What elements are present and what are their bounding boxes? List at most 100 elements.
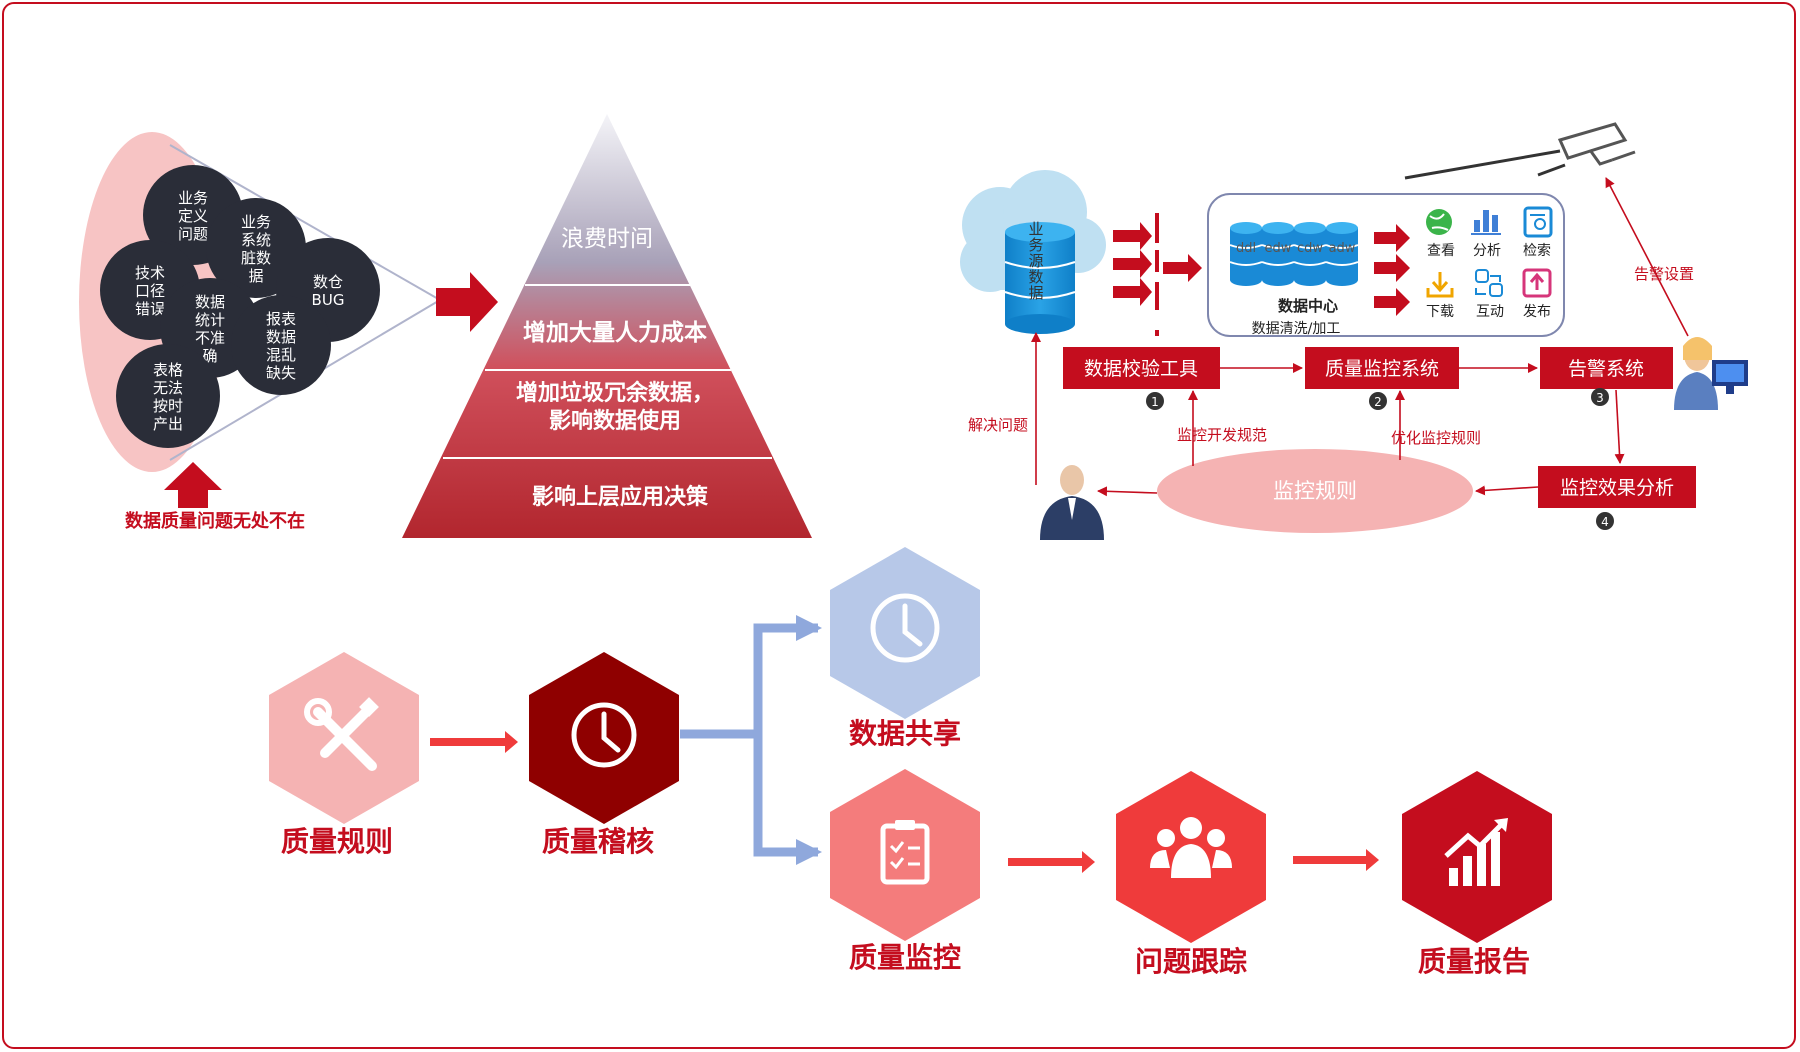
text-line: 表格 [153, 361, 183, 379]
text-line: 统计 [195, 311, 225, 329]
text-line: BUG [312, 291, 345, 309]
text-line: 混乱 [266, 346, 296, 364]
text-line: 按时 [153, 397, 183, 415]
text-line: 数据 [195, 293, 225, 311]
db-icon [1293, 222, 1327, 286]
text-line: 据 [248, 267, 263, 285]
bubble-report-delay: 表格无法按时产出 [116, 344, 220, 448]
step-badge-1: 1 [1146, 392, 1164, 410]
db-icon [1261, 222, 1295, 286]
function-label: 查看 [1427, 243, 1455, 259]
text-line: 不准 [195, 329, 225, 347]
db-label: cdw [1297, 241, 1323, 256]
text-line: 技术 [135, 264, 165, 282]
function-label: 分析 [1473, 243, 1501, 259]
text-line: 数 [1028, 268, 1043, 286]
clock-icon [571, 702, 637, 768]
security-camera-icon [1404, 122, 1636, 180]
function-label: 互动 [1476, 304, 1504, 320]
text-line: 增加大量人力成本 [523, 319, 707, 346]
operator-person-icon [1674, 337, 1748, 410]
db-icon [1229, 222, 1263, 286]
text-line: 系统 [241, 231, 271, 249]
step-number: 1 [1151, 395, 1159, 409]
growth-chart-icon [1444, 818, 1508, 886]
source-data-label: 业务源数据 [1028, 220, 1043, 302]
text-line: 脏数 [241, 249, 271, 267]
validation-tool-box [1063, 347, 1220, 389]
db-label: adw [1329, 241, 1356, 256]
bubble-label: 数据统计不准确 [195, 293, 225, 365]
pyramid-level-label: 增加大量人力成本 [523, 319, 707, 346]
text-line: 浪费时间 [561, 226, 653, 252]
analysis-bar-icon [1471, 210, 1501, 235]
pyramid-level-label: 增加垃圾冗余数据，影响数据使用 [516, 380, 714, 434]
text-line: 缺失 [266, 364, 296, 382]
text-line: 务 [1028, 236, 1043, 254]
db-label: edw [1265, 241, 1292, 256]
step-badge-2: 2 [1369, 392, 1387, 410]
function-arrow [1374, 288, 1410, 316]
node-quality-monitoring: 质量监控 [830, 769, 980, 974]
edge-label-alert-setting: 告警设置 [1634, 265, 1694, 283]
view-globe-icon [1426, 209, 1452, 235]
bubble-label: 报表数据混乱缺失 [266, 310, 296, 382]
step-badge-3: 3 [1591, 388, 1609, 406]
manager-person-icon [1040, 465, 1104, 540]
db-icon [1325, 222, 1359, 286]
alert-system-label: 告警系统 [1568, 358, 1644, 380]
node-label: 质量规则 [281, 825, 393, 858]
text-line: 业 [1028, 220, 1043, 238]
function-arrow [1374, 254, 1410, 282]
text-line: 影响上层应用决策 [532, 484, 709, 510]
clock-icon [870, 593, 940, 663]
validation-tool-label: 数据校验工具 [1084, 358, 1198, 380]
text-line: 影响数据使用 [549, 408, 681, 434]
process-connectors [430, 615, 1379, 873]
quality-monitor-box [1305, 347, 1459, 389]
text-line: 错误 [135, 300, 165, 318]
function-label: 发布 [1523, 304, 1551, 320]
text-line: 增加垃圾冗余数据， [516, 380, 714, 406]
problem-caption: 数据质量问题无处不在 [125, 510, 305, 532]
node-label: 质量监控 [849, 941, 961, 974]
right-arrow-icon [436, 272, 498, 332]
node-quality-report: 质量报告 [1402, 771, 1552, 978]
interact-icon [1475, 269, 1503, 297]
text-line: 数据 [266, 328, 296, 346]
bubble-label: 表格无法按时产出 [153, 361, 183, 433]
text-line: 产出 [153, 415, 183, 433]
edge-label-optimize: 优化监控规则 [1391, 429, 1481, 447]
step-number: 3 [1596, 391, 1604, 405]
text-line: 业务 [241, 213, 271, 231]
text-line: 据 [1028, 284, 1043, 302]
data-center-subtitle: 数据清洗/加工 [1252, 321, 1341, 337]
monitoring-rules-label: 监控规则 [1273, 479, 1357, 503]
db-label: ddl [1236, 241, 1256, 256]
pyramid-level-label: 影响上层应用决策 [532, 484, 709, 510]
pipeline-arrows [1113, 213, 1202, 336]
clipboard-checklist-icon [880, 820, 930, 885]
node-label: 质量稽核 [542, 825, 654, 858]
text-line: 报表 [266, 310, 296, 328]
text-line: 业务 [178, 189, 208, 207]
text-line: 问题 [178, 225, 208, 243]
pyramid-level-label: 浪费时间 [561, 226, 653, 252]
edge-label-dev-spec: 监控开发规范 [1177, 426, 1267, 444]
step-badge-4: 4 [1596, 512, 1614, 530]
quality-monitor-label: 质量监控系统 [1325, 358, 1439, 380]
bubble-label: 业务定义问题 [178, 189, 208, 243]
node-quality-rules: 质量规则 [269, 652, 419, 858]
monitoring-rules-ellipse [1157, 449, 1473, 533]
pyramid-shape [402, 114, 812, 538]
node-label: 数据共享 [849, 717, 961, 750]
edge-label-solve: 解决问题 [968, 416, 1028, 434]
node-data-sharing: 数据共享 [830, 547, 980, 750]
data-center-title: 数据中心 [1278, 297, 1338, 315]
bubble-label: 业务系统脏数据 [241, 213, 271, 285]
data-center-db-group: ddl edw cdw adw [1229, 222, 1359, 286]
search-doc-icon [1523, 206, 1553, 238]
